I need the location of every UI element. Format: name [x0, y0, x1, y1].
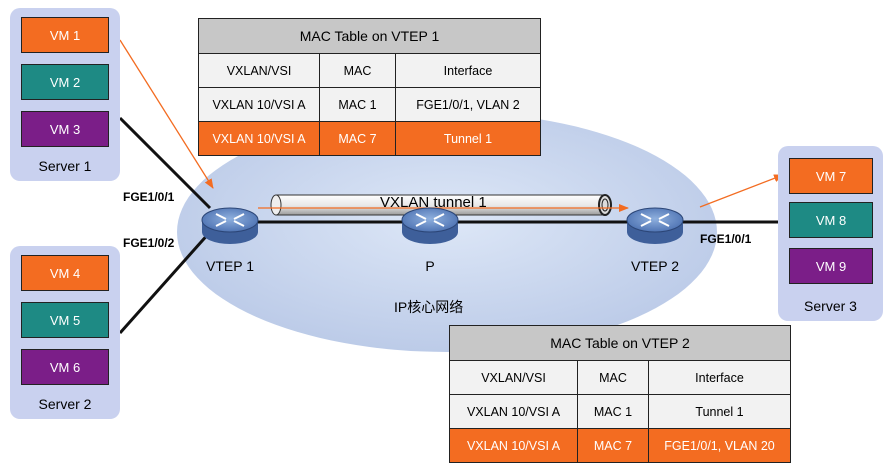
vm-4: VM 4 — [21, 255, 109, 291]
server-label: Server 2 — [38, 396, 92, 412]
table-cell: Tunnel 1 — [648, 394, 791, 429]
vm-1: VM 1 — [21, 17, 109, 53]
flow-arrow-vtep2-to-vm7 — [699, 174, 784, 208]
column-header: MAC — [577, 360, 649, 395]
vm-9: VM 9 — [789, 248, 873, 284]
router-icon — [626, 207, 684, 244]
device-label-vtep2: VTEP 2 — [631, 258, 679, 274]
table-cell: MAC 1 — [319, 87, 396, 122]
vm-5: VM 5 — [21, 302, 109, 338]
column-header: Interface — [395, 53, 541, 88]
table-cell-highlighted: MAC 7 — [319, 121, 396, 156]
column-header: VXLAN/VSI — [198, 53, 320, 88]
device-label-vtep1: VTEP 1 — [206, 258, 254, 274]
table-title: MAC Table on VTEP 1 — [198, 18, 541, 54]
table-cell: VXLAN 10/VSI A — [198, 87, 320, 122]
table-cell-highlighted: VXLAN 10/VSI A — [198, 121, 320, 156]
table-cell-highlighted: VXLAN 10/VSI A — [449, 428, 578, 463]
mac-table-vtep1: MAC Table on VTEP 1 VXLAN/VSI MAC Interf… — [198, 18, 541, 156]
flow-arrow-vm1-to-vtep1 — [119, 39, 214, 189]
router-icon — [201, 207, 259, 244]
mac-table-vtep2: MAC Table on VTEP 2 VXLAN/VSI MAC Interf… — [449, 325, 791, 463]
vm-7: VM 7 — [789, 158, 873, 194]
vm-8: VM 8 — [789, 202, 873, 238]
server-2: VM 4 VM 5 VM 6 Server 2 — [10, 246, 120, 419]
vm-6: VM 6 — [21, 349, 109, 385]
port-label-vtep1-fge1-0-2: FGE1/0/2 — [123, 236, 175, 250]
column-header: VXLAN/VSI — [449, 360, 578, 395]
link-server2-vtep1 — [118, 231, 212, 334]
server-label: Server 1 — [38, 158, 92, 174]
server-1: VM 1 VM 2 VM 3 Server 1 — [10, 8, 120, 181]
port-label-vtep2-fge1-0-1: FGE1/0/1 — [700, 232, 752, 246]
router-icon — [401, 207, 459, 244]
table-cell: FGE1/0/1, VLAN 2 — [395, 87, 541, 122]
link-server1-vtep1 — [118, 116, 212, 210]
column-header: MAC — [319, 53, 396, 88]
table-title: MAC Table on VTEP 2 — [449, 325, 791, 361]
table-cell: MAC 1 — [577, 394, 649, 429]
table-cell-highlighted: FGE1/0/1, VLAN 20 — [648, 428, 791, 463]
column-header: Interface — [648, 360, 791, 395]
tunnel-label: VXLAN tunnel 1 — [380, 194, 487, 211]
port-label-vtep1-fge1-0-1: FGE1/0/1 — [123, 190, 175, 204]
server-3: VM 7 VM 8 VM 9 Server 3 — [778, 146, 883, 321]
table-cell-highlighted: MAC 7 — [577, 428, 649, 463]
vxlan-tunnel — [270, 194, 612, 216]
device-label-p: P — [425, 258, 435, 274]
table-cell: VXLAN 10/VSI A — [449, 394, 578, 429]
server-label: Server 3 — [804, 298, 857, 314]
core-network-label: IP核心网络 — [394, 299, 464, 315]
table-cell-highlighted: Tunnel 1 — [395, 121, 541, 156]
vm-2: VM 2 — [21, 64, 109, 100]
vm-3: VM 3 — [21, 111, 109, 147]
